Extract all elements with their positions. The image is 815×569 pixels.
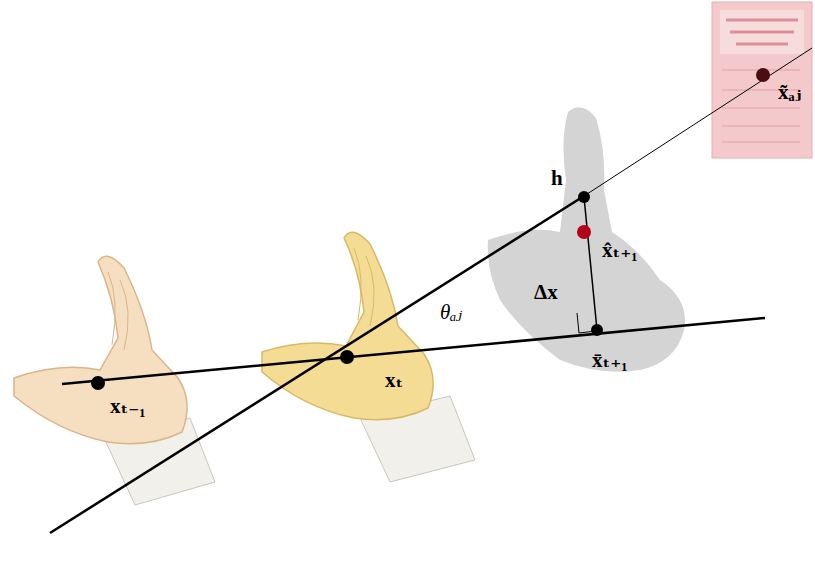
point-label: x̃ₐⱼ — [778, 82, 801, 103]
hand-picture — [14, 256, 215, 505]
point-label: x̂ₜ₊₁ — [602, 240, 638, 261]
book-picture — [712, 2, 812, 158]
offset-label: Δx — [534, 282, 558, 303]
point-label: xₜ — [385, 370, 403, 391]
hand-picture — [262, 232, 475, 482]
points — [91, 68, 770, 390]
point-label: xₜ₋₁ — [110, 396, 146, 417]
point-label: h — [551, 168, 563, 189]
geometry-lines — [50, 48, 812, 533]
point-label: x̄ₜ₊₁ — [592, 350, 628, 371]
angle-label: θₐⱼ — [440, 302, 462, 323]
